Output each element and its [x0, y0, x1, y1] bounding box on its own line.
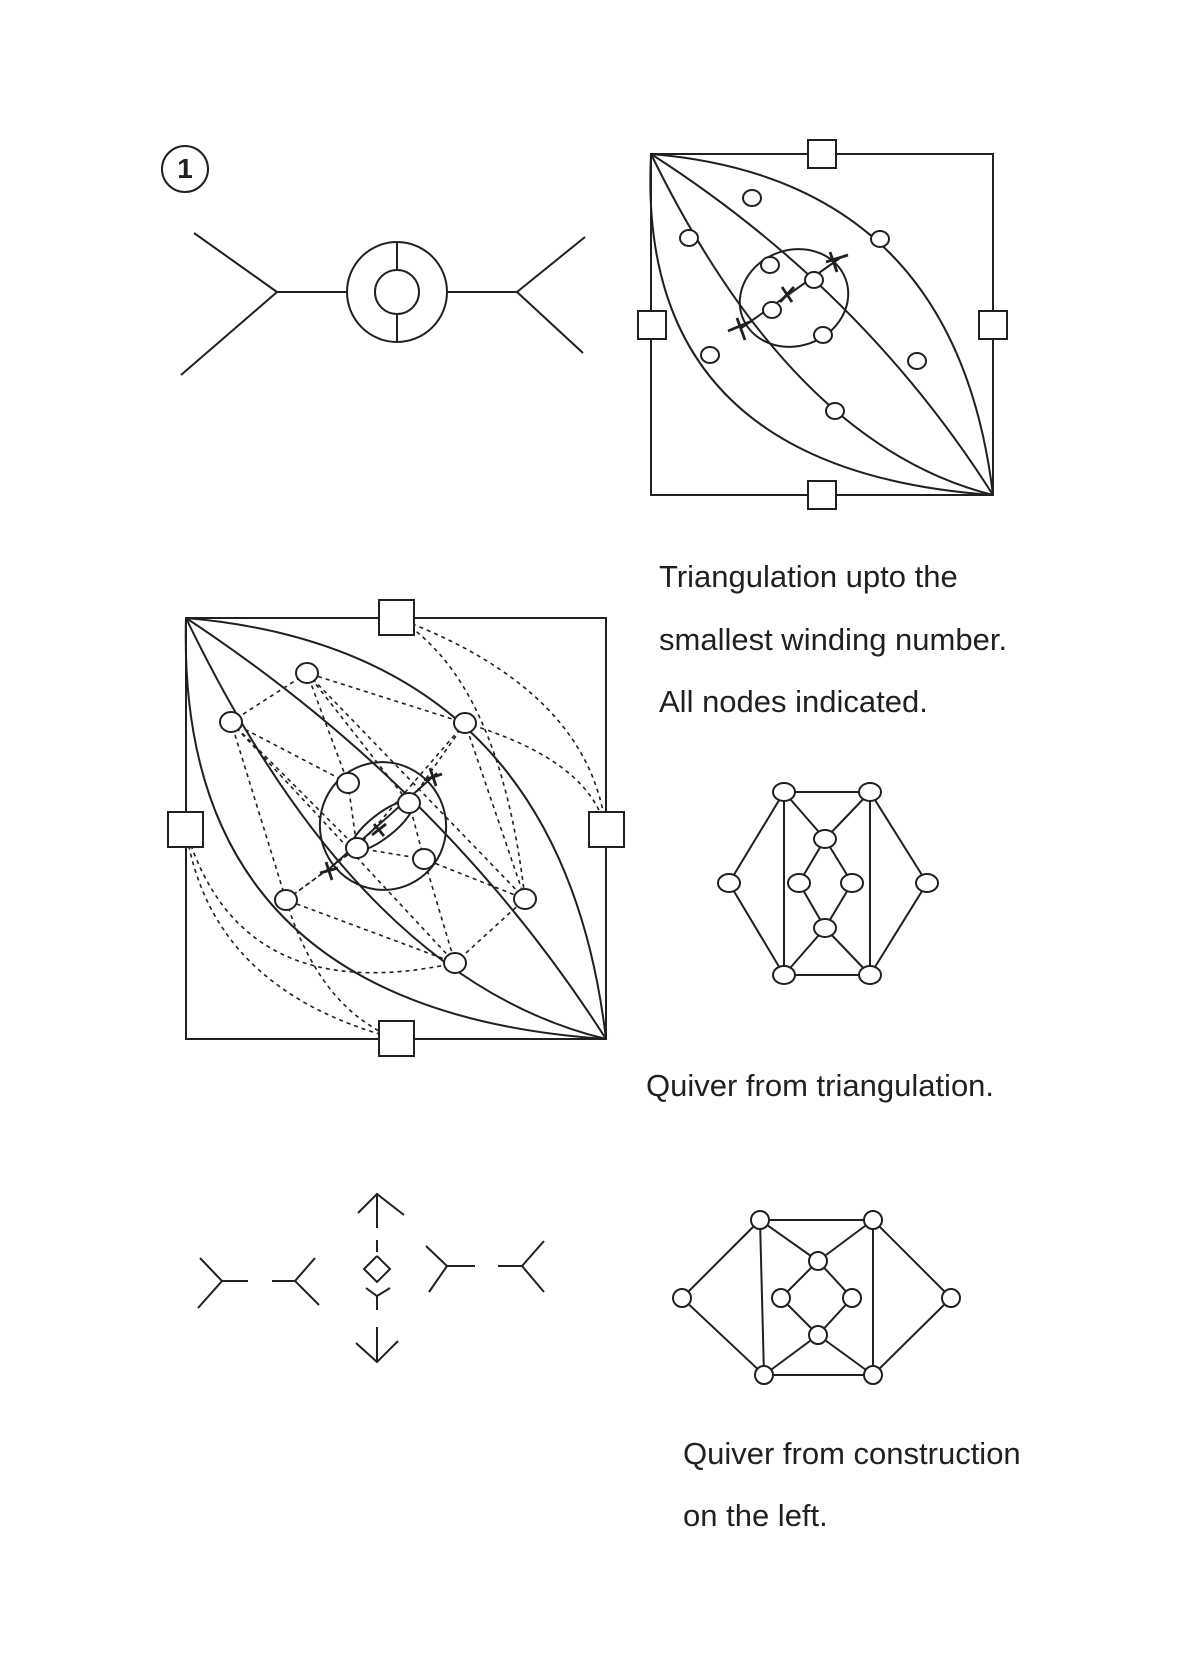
triangulation-square [637, 139, 1008, 510]
figure-number-badge: 1 [161, 145, 209, 193]
inner-ring [374, 269, 420, 315]
quiver-from-construction [672, 1210, 961, 1385]
caption-triangulation-line-1: Triangulation upto the [659, 559, 958, 594]
web-diagram [180, 232, 586, 376]
puncture-loop [738, 248, 850, 348]
caption-quiver-construction-line-1: Quiver from construction [683, 1436, 1021, 1471]
caption-quiver-triangulation: Quiver from triangulation. [646, 1068, 995, 1103]
triangulation-with-quiver [167, 599, 625, 1057]
caption-triangulation-line-2: smallest winding number. [659, 622, 1008, 657]
caption-triangulation-line-3: All nodes indicated. [659, 684, 928, 719]
caption-quiver-construction-line-2: on the left. [683, 1498, 828, 1533]
construction-pieces [197, 1192, 545, 1364]
quiver-from-triangulation [717, 782, 939, 985]
